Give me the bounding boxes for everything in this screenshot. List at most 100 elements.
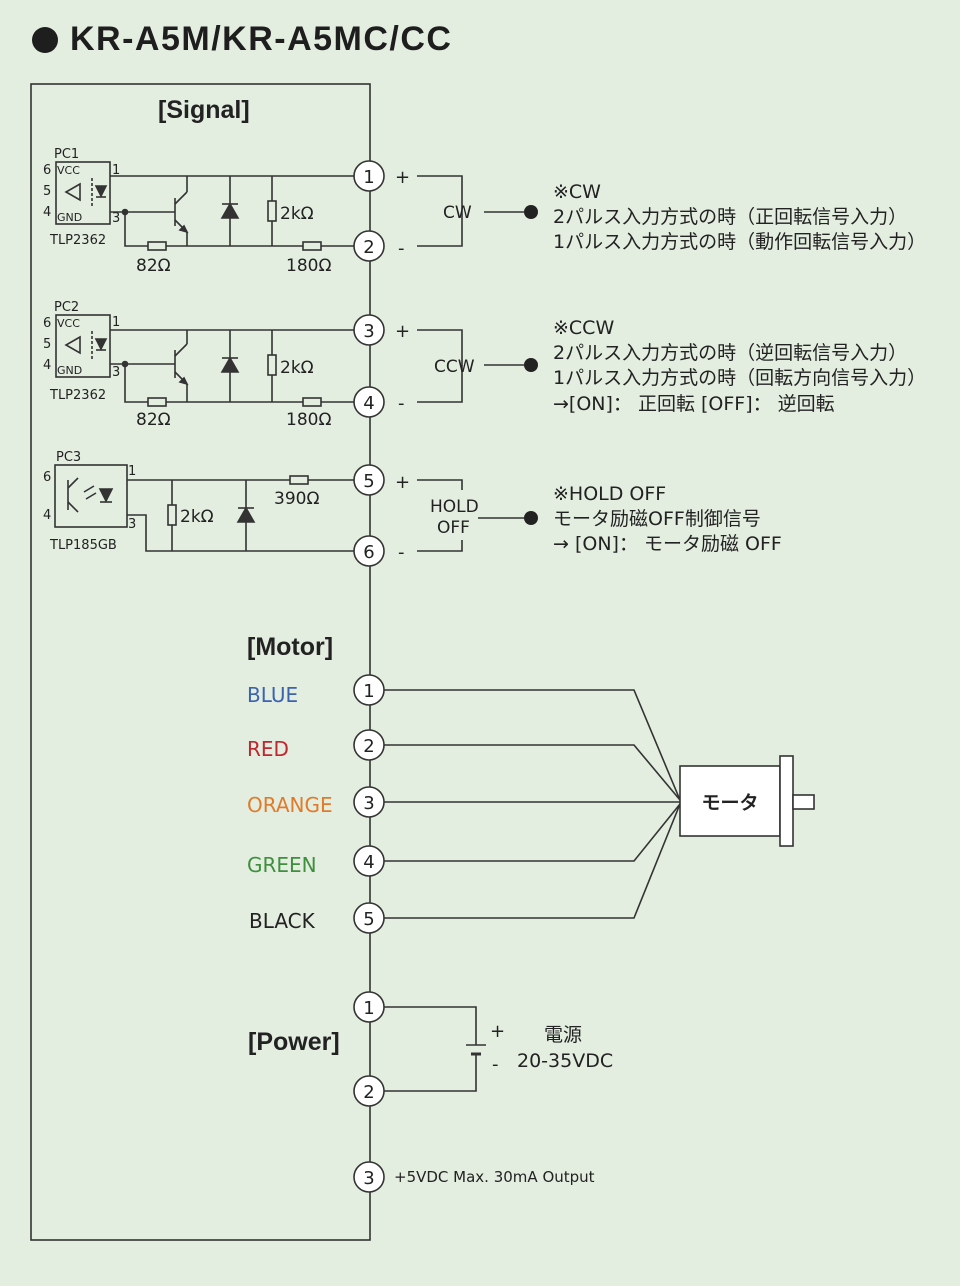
res-180b-label: 180Ω — [286, 410, 331, 430]
power-voltage: 20-35VDC — [517, 1050, 613, 1072]
wire-red-label: RED — [247, 737, 289, 761]
hold-plus: + — [395, 472, 410, 493]
res-2kb-label: 2kΩ — [280, 358, 314, 378]
ccw-minus: - — [398, 393, 405, 414]
pc2-part: TLP2362 — [49, 388, 106, 403]
motor-section-title: [Motor] — [247, 633, 333, 661]
pc3-optocoupler — [54, 464, 128, 528]
pc2-pin1: 1 — [112, 315, 120, 330]
diode-icon — [220, 202, 240, 219]
pc3-pin6: 6 — [43, 470, 51, 485]
power-output-note: +5VDC Max. 30mA Output — [394, 1168, 595, 1186]
pc2-gnd: GND — [57, 364, 82, 377]
pc2-ref: PC2 — [54, 300, 79, 315]
hold-minus: - — [398, 542, 405, 563]
signal-section-title: [Signal] — [158, 96, 250, 124]
pc3-led-icon — [98, 488, 114, 503]
cw-heading: ※CW — [553, 181, 601, 203]
pc1-gnd: GND — [57, 211, 82, 224]
hold-group: + - HOLD OFF ※HOLD OFF モータ励磁OFF制御信号 → [O… — [395, 472, 782, 563]
pc1-buffer-icon — [64, 182, 81, 202]
pc2-pin5: 5 — [43, 337, 51, 352]
res-82-icon — [147, 241, 167, 251]
motor-label: モータ — [701, 792, 758, 814]
pc2-pin3: 3 — [112, 365, 120, 380]
cw-label: CW — [443, 203, 472, 223]
power-section-title: [Power] — [248, 1028, 340, 1056]
res-2kc-icon — [167, 504, 177, 526]
ccw-desc-3: →[ON]： 正回転 [OFF]： 逆回転 — [553, 393, 835, 415]
wire-blue-label: BLUE — [247, 683, 298, 707]
ccw-desc-2: 1パルス入力方式の時（回転方向信号入力） — [553, 367, 926, 389]
cw-desc-1: 2パルス入力方式の時（正回転信号入力） — [553, 206, 907, 228]
power-pin-1: 1 — [363, 998, 374, 1019]
ccw-group: + - CCW ※CCW 2パルス入力方式の時（逆回転信号入力） 1パルス入力方… — [395, 317, 926, 415]
res-180-icon — [302, 241, 322, 251]
wire-black-label: BLACK — [249, 909, 316, 933]
power-minus: - — [492, 1054, 499, 1075]
pc2-circuit: PC2 VCC GND 6 5 4 1 3 TLP2362 82Ω 180Ω — [43, 300, 355, 430]
ccw-heading: ※CCW — [553, 317, 614, 339]
wire-orange-label: ORANGE — [247, 793, 333, 817]
cw-desc-2: 1パルス入力方式の時（動作回転信号入力） — [553, 231, 926, 253]
res-82b-icon — [147, 397, 167, 407]
pc1-ref: PC1 — [54, 147, 79, 162]
pc3-ref: PC3 — [56, 450, 81, 465]
diode-b-icon — [220, 356, 240, 373]
hold-label-2: OFF — [437, 518, 470, 538]
res-390-icon — [289, 475, 309, 485]
pc2-optocoupler — [55, 314, 111, 378]
signal-pin-5: 5 — [363, 471, 374, 492]
power-pin-2: 2 — [363, 1082, 374, 1103]
wire-green-label: GREEN — [247, 853, 317, 877]
title-block: KR-A5M/KR-A5MC/CC — [32, 20, 452, 59]
bullet-icon — [32, 26, 58, 53]
res-2k-icon — [267, 200, 277, 222]
pc2-buffer-icon — [64, 335, 81, 355]
pc3-part: TLP185GB — [49, 538, 117, 553]
pc1-vcc: VCC — [57, 164, 80, 177]
pc3-pin3: 3 — [128, 517, 136, 532]
pc1-pin3: 3 — [112, 211, 120, 226]
diode-c-icon — [236, 506, 256, 523]
power-circuit: + - 電源 20-35VDC 1 2 3 +5VDC Max. 30mA Ou… — [353, 991, 613, 1193]
res-180b-icon — [302, 397, 322, 407]
res-390-label: 390Ω — [274, 489, 319, 509]
res-2kc-label: 2kΩ — [180, 507, 214, 527]
pc1-part: TLP2362 — [49, 233, 106, 248]
pc1-pin1: 1 — [112, 163, 120, 178]
pc1-circuit: PC1 VCC GND 6 5 4 1 3 TLP2362 82Ω 180Ω — [43, 147, 355, 276]
motor-pin-3: 3 — [363, 793, 374, 814]
ccw-label: CCW — [434, 357, 475, 377]
cw-plus: + — [395, 167, 410, 188]
page-title: KR-A5M/KR-A5MC/CC — [70, 20, 453, 58]
motor-pin-1: 1 — [363, 681, 374, 702]
ccw-desc-1: 2パルス入力方式の時（逆回転信号入力） — [553, 342, 907, 364]
pc2-pin4: 4 — [43, 358, 51, 373]
power-pin-3: 3 — [363, 1168, 374, 1189]
motor-pin-2: 2 — [363, 736, 374, 757]
pc1-optocoupler — [55, 161, 111, 225]
res-82-label: 82Ω — [136, 256, 171, 276]
pc2-pin6: 6 — [43, 316, 51, 331]
motor-symbol: モータ — [679, 755, 815, 847]
cw-minus: - — [398, 238, 405, 259]
pc1-pin5: 5 — [43, 184, 51, 199]
pc1-pin4: 4 — [43, 205, 51, 220]
motor-pin-4: 4 — [363, 852, 374, 873]
signal-pin-2: 2 — [363, 237, 374, 258]
res-180-label: 180Ω — [286, 256, 331, 276]
pc2-vcc: VCC — [57, 317, 80, 330]
cw-group: + - CW ※CW 2パルス入力方式の時（正回転信号入力） 1パルス入力方式の… — [395, 167, 926, 259]
pc3-circuit: PC3 6 4 1 3 TLP185GB 390Ω 2kΩ — [43, 450, 355, 553]
res-82b-label: 82Ω — [136, 410, 171, 430]
motor-wires: BLUE RED ORANGE GREEN BLACK 1 2 3 4 5 — [247, 674, 681, 934]
pc1-pin6: 6 — [43, 163, 51, 178]
res-2kb-icon — [267, 354, 277, 376]
signal-pin-3: 3 — [363, 321, 374, 342]
ccw-plus: + — [395, 321, 410, 342]
motor-pin-5: 5 — [363, 909, 374, 930]
res-2k-label: 2kΩ — [280, 204, 314, 224]
power-label: 電源 — [544, 1024, 582, 1046]
